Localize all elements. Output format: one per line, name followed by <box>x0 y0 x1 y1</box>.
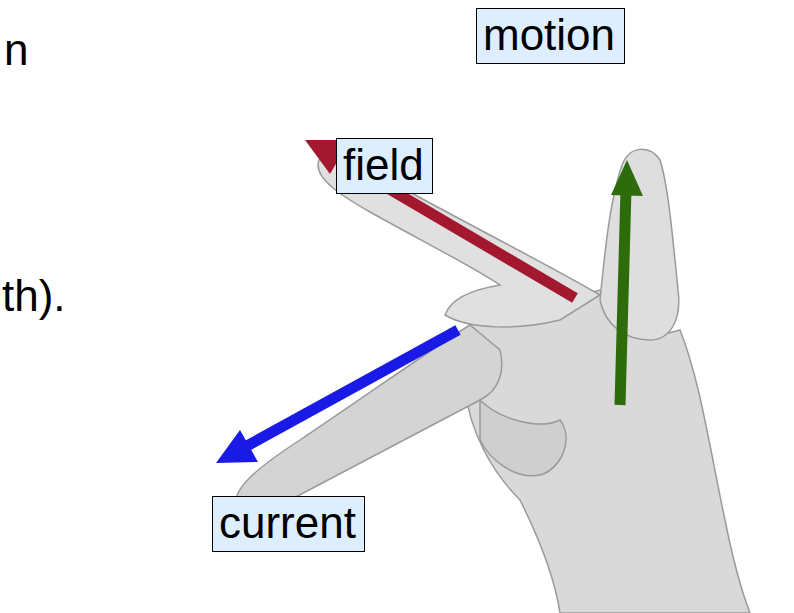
label-box: field <box>336 138 433 194</box>
hand-palm <box>465 290 750 613</box>
text-fragment: n <box>4 24 28 77</box>
hand-middle-finger <box>236 325 502 515</box>
text-fragment: th). <box>2 270 66 323</box>
box-label: field <box>337 139 430 192</box>
field-arrow <box>305 140 575 298</box>
hand-thumb <box>600 149 679 340</box>
hand-curled-fingers <box>480 400 566 476</box>
box-label: motion <box>477 9 621 62</box>
motion-arrow <box>611 160 643 405</box>
box-label: current <box>213 497 362 550</box>
current-arrow <box>216 330 458 463</box>
label-box: motion <box>476 8 625 64</box>
label-box: current <box>212 496 365 552</box>
